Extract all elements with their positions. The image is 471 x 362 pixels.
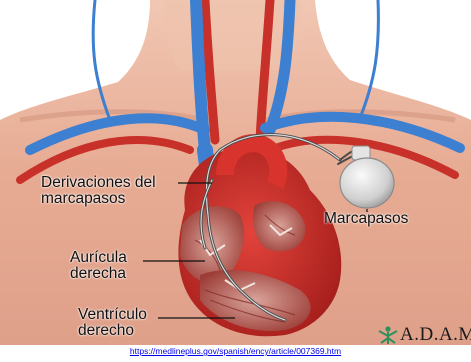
source-link[interactable]: https://medlineplus.gov/spanish/ency/art…	[0, 346, 471, 356]
adam-logo-text: A.D.A.M.	[400, 324, 471, 346]
adam-logo: A.D.A.M.	[377, 324, 471, 346]
label-right-ventricle-line2: derecho	[78, 323, 134, 339]
label-pacemaker-leads-line2: marcapasos	[41, 191, 125, 207]
label-pacemaker: Marcapasos	[324, 211, 408, 227]
label-right-atrium-line1: Aurícula	[70, 250, 127, 266]
label-right-ventricle-line1: Ventrículo	[78, 307, 147, 323]
adam-figure-icon	[377, 325, 399, 345]
label-pacemaker-leads-line1: Derivaciones del	[41, 175, 156, 191]
heart-pacemaker-illustration	[0, 0, 471, 345]
label-right-atrium-line2: derecha	[70, 266, 126, 282]
